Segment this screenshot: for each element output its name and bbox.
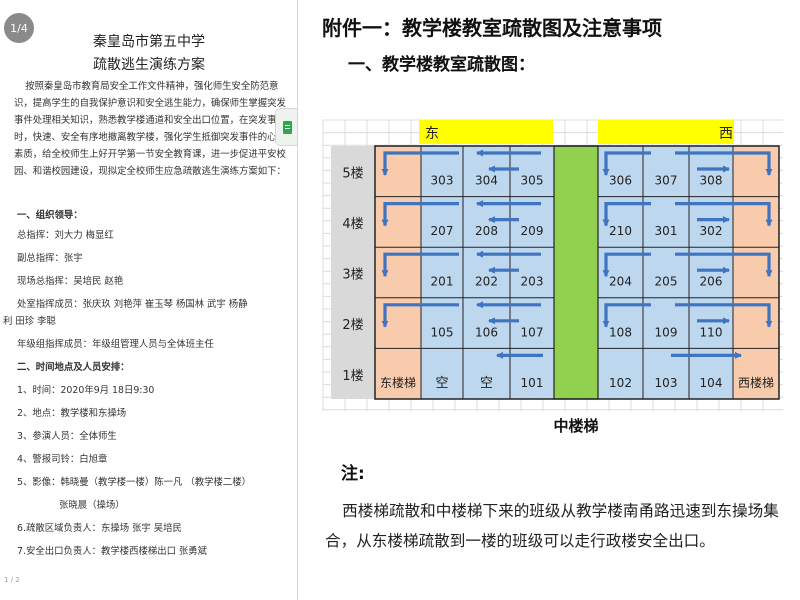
floor-label: 5楼	[342, 166, 363, 181]
page-indicator: 1/4	[4, 13, 34, 43]
room-number: 304	[475, 173, 498, 187]
floor-label: 4楼	[342, 217, 363, 232]
spreadsheet-icon	[282, 120, 292, 134]
evacuation-arrow-east-stair	[381, 303, 459, 328]
room-number: 206	[700, 275, 723, 289]
text-line-office-members: 处室指挥成员：张庆玖 刘艳萍 崔玉琴 杨国林 武宇 杨静	[17, 299, 248, 310]
section-heading-schedule: 二、时间地点及人员安排：	[17, 362, 130, 373]
room-number: 210	[609, 224, 632, 238]
room-number: 208	[475, 224, 498, 238]
text-line-alarm: 4、警报司铃：白旭章	[17, 454, 108, 465]
room-number: 107	[521, 325, 544, 339]
floor-label: 3楼	[342, 268, 363, 283]
evacuation-arrow-west-stair	[675, 303, 773, 328]
text-line-video: 5、影像：韩晓曼（教学楼一楼）陈一凡 （教学楼二楼）	[17, 477, 251, 488]
text-line-area-leader: 6.疏散区域负责人：东操场 张宇 吴培民	[17, 523, 182, 534]
evacuation-arrow-middle	[602, 202, 651, 227]
room-number: 109	[655, 325, 678, 339]
room-number: 305	[521, 173, 544, 187]
intro-paragraph: 按照秦皇岛市教育局安全工作文件精神，强化师生安全防范意识，提高学生的自我保护意识…	[14, 81, 286, 177]
building-outline	[374, 145, 780, 400]
evacuation-arrow-west-stair	[675, 252, 773, 278]
floor-label: 2楼	[342, 318, 363, 333]
spreadsheet-side-tab[interactable]	[275, 108, 297, 146]
room-number: 空	[435, 376, 448, 391]
room-number: 空	[480, 376, 493, 391]
evacuation-arrow-east-stair	[381, 202, 459, 227]
east-direction-label: 东	[425, 126, 439, 142]
room-number: 307	[655, 173, 678, 187]
text-line-location: 2、地点：教学楼和东操场	[17, 408, 127, 419]
room-number: 209	[521, 224, 544, 238]
note-title: 注:	[341, 464, 365, 484]
room-number: 201	[431, 275, 454, 289]
west-direction-label: 西	[719, 126, 733, 142]
text-line-time: 1、时间：2020年9月 18日9:30	[17, 385, 155, 396]
middle-stairwell	[553, 145, 599, 400]
left-document-page[interactable]: 1/4 秦皇岛市第五中学 疏散逃生演练方案 按照秦皇岛市教育局安全工作文件精神，…	[0, 0, 298, 600]
room-number: 110	[700, 325, 723, 339]
floor-label: 1楼	[342, 369, 363, 384]
west-stair-label: 西楼梯	[738, 375, 774, 390]
text-line-participants: 3、参演人员：全体师生	[17, 431, 117, 442]
text-line-office-members-cont: 利 田珍 李聪	[3, 316, 56, 327]
text-line-exit-leader: 7.安全出口负责人：教学楼西楼梯出口 张勇斌	[17, 546, 208, 557]
note-paragraph: 西楼梯疏散和中楼梯下来的班级从教学楼南甬路迅速到东操场集合，从东楼梯疏散到一楼的…	[325, 502, 779, 550]
document-title-plan: 疏散逃生演练方案	[93, 57, 205, 73]
evacuation-arrow-middle	[602, 252, 651, 278]
room-number: 303	[431, 173, 454, 187]
room-number: 202	[475, 275, 498, 289]
room-number: 306	[609, 173, 632, 187]
room-number: 105	[431, 325, 454, 339]
west-top-band	[598, 120, 734, 144]
evacuation-arrow-east-stair	[381, 252, 459, 278]
room-number: 108	[609, 325, 632, 339]
room-number: 308	[700, 173, 723, 187]
section-heading-leadership: 一、组织领导：	[17, 210, 83, 221]
text-line-commander: 总指挥：刘大力 梅显红	[17, 230, 114, 241]
section-title-evacuation-map: 一、教学楼教室疏散图：	[348, 55, 535, 75]
page-footer: 1 / 2	[4, 576, 20, 584]
east-top-band	[419, 120, 553, 144]
east-stairwell	[375, 146, 421, 399]
floor-label-column	[331, 146, 375, 399]
room-number: 301	[655, 224, 678, 238]
room-number: 104	[700, 376, 723, 390]
document-title-school: 秦皇岛市第五中学	[93, 34, 205, 50]
room-number: 103	[655, 376, 678, 390]
text-line-grade-members: 年级组指挥成员：年级组管理人员与全体班主任	[17, 339, 214, 350]
room-number: 205	[655, 275, 678, 289]
room-number: 106	[475, 325, 498, 339]
evacuation-diagram: 东 西 5楼 303 304 305 306 307 308 4楼 207 208 209 210 301 3…	[322, 119, 783, 435]
room-number: 101	[521, 376, 544, 390]
room-number: 204	[609, 275, 632, 289]
room-number: 207	[431, 224, 454, 238]
room-number: 203	[521, 275, 544, 289]
evacuation-arrow-west-stair	[675, 151, 773, 176]
evacuation-arrow-middle	[602, 151, 651, 176]
text-line-deputy-commander: 副总指挥：张宇	[17, 253, 83, 264]
evacuation-arrow-east-stair	[381, 151, 459, 176]
evacuation-arrow-west-stair	[675, 202, 773, 227]
middle-stair-label: 中楼梯	[553, 417, 598, 435]
east-stair-label: 东楼梯	[380, 375, 416, 390]
right-document-page[interactable]: 附件一：教学楼教室疏散图及注意事项 一、教学楼教室疏散图： 东 西 5楼 303 304…	[301, 0, 800, 600]
west-stairwell	[733, 146, 779, 399]
attachment-title: 附件一：教学楼教室疏散图及注意事项	[322, 16, 662, 40]
text-line-video-cont: 张晓晨（操场）	[59, 500, 125, 511]
evacuation-arrow-middle	[602, 303, 651, 328]
room-number: 302	[700, 224, 723, 238]
room-number: 102	[609, 376, 632, 390]
text-line-field-commander: 现场总指挥：吴培民 赵艳	[17, 276, 124, 287]
